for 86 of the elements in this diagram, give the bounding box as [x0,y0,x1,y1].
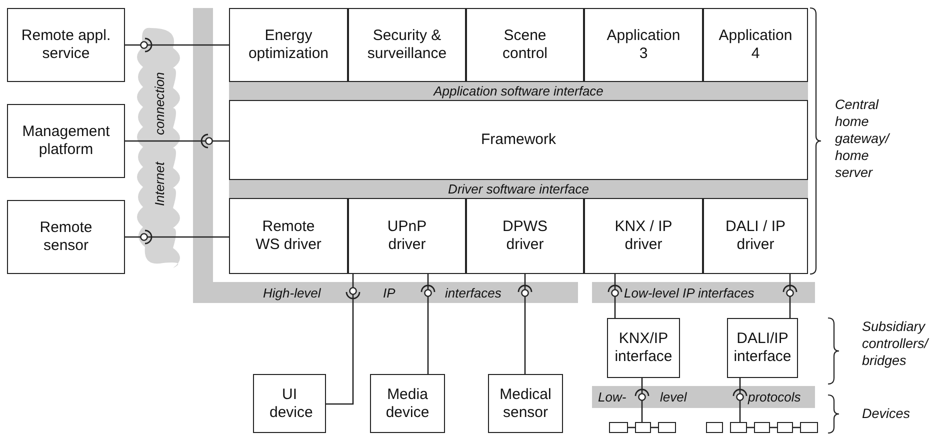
connector-line [739,408,741,422]
process-box [229,8,348,82]
band-label: High-level [263,285,321,300]
connector-line [524,274,526,282]
connector-line [427,303,429,374]
process-box [584,8,703,82]
process-box [7,8,125,82]
device-box [800,422,818,433]
box-label: Application 4 [718,27,794,63]
interface-band [229,82,808,100]
box-label: KNX / IP driver [614,218,674,254]
process-box [348,198,466,274]
annotation-label: Subsidiary controllers/ bridges [862,318,930,369]
process-box [584,198,703,274]
device-box [658,422,676,433]
band-label: level [660,390,687,404]
connector-line [651,426,658,428]
connector-line [628,426,635,428]
box-label: KNX/IP interface [614,330,674,366]
interface-band [193,282,578,303]
connector-line [614,274,616,282]
connector-line [125,140,229,142]
device-box [706,422,723,433]
device-box [609,422,628,433]
box-label: Energy optimization [247,27,330,63]
process-box [229,100,808,180]
process-box [607,318,680,378]
connector-line [125,236,229,238]
box-label: Scene control [501,27,549,63]
box-label: DPWS driver [502,218,548,254]
connector-line [739,378,741,386]
connector-line [789,303,791,318]
box-label: Management platform [21,123,111,159]
connector-line [352,274,354,282]
process-box [7,104,125,178]
process-box [727,318,798,378]
process-box [253,374,326,433]
device-box [754,422,770,433]
device-box [777,422,793,433]
interface-band [592,386,815,408]
interface-band [229,180,808,198]
connector-line [770,426,777,428]
band-label: Low- [598,390,626,404]
box-label: Remote appl. service [20,27,112,63]
band-label: interfaces [445,285,502,300]
band-label: Application software interface [434,84,604,98]
interface-band [592,282,815,303]
band-label: IP [383,285,396,300]
annotation-label: Devices [862,405,912,422]
box-label: Remote sensor [38,219,94,255]
process-box [703,198,808,274]
connector-line [427,274,429,282]
process-box [488,374,563,433]
box-label: DALI/IP interface [732,330,792,366]
connector-line [747,426,754,428]
box-label: Framework [480,131,556,149]
process-box [703,8,808,82]
box-label: Media device [384,386,430,422]
connector-line [125,44,229,46]
annotation-label: Central home gateway/ home server [835,96,891,181]
process-box [7,200,125,274]
connector-line [793,426,800,428]
device-box [635,422,651,433]
device-box [730,422,747,433]
cloud-label: connection [152,72,167,135]
connector-line [614,303,616,318]
connector-line [524,303,526,374]
process-box [466,8,584,82]
process-box [466,198,584,274]
connector-line [641,408,643,422]
process-box [348,8,466,82]
box-label: Application 3 [606,27,682,63]
band-label: Low-level IP interfaces [624,285,754,300]
connector-line [641,378,643,386]
cloud-label: Internet [152,162,167,206]
box-label: Medical sensor [498,386,552,422]
band-label: protocols [748,390,801,404]
band-label: Driver software interface [448,182,589,196]
connector-line [326,303,354,405]
connector-line [789,274,791,282]
box-label: DALI / IP driver [724,218,787,254]
process-box [370,374,445,433]
box-label: UPnP driver [386,218,428,254]
process-box [229,198,348,274]
box-label: Remote WS driver [254,218,322,254]
box-label: Security & surveillance [366,27,448,63]
